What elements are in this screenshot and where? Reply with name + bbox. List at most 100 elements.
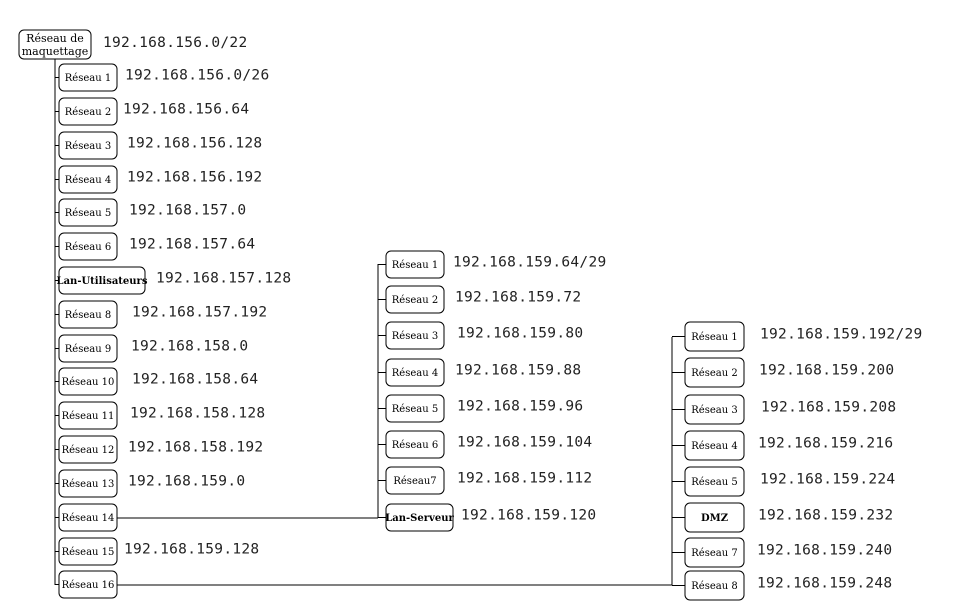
subnet-address: 192.168.156.128 <box>127 136 262 152</box>
subnet-address: 192.168.157.128 <box>156 271 291 287</box>
subnet-address: 192.168.156.192 <box>127 170 262 186</box>
subnet-box <box>684 430 745 461</box>
subnet-address: 192.168.159.200 <box>759 363 894 379</box>
subnet-label: Réseau 2 <box>392 295 438 306</box>
subnet-box <box>58 401 118 430</box>
subnet-label: Réseau 5 <box>392 404 438 415</box>
subnet-address: 192.168.159.96 <box>457 399 583 415</box>
subnet-label: Réseau 2 <box>691 368 737 379</box>
subnet-address: 192.168.159.208 <box>761 400 896 416</box>
subnet-box <box>684 570 745 601</box>
subnet-label: Réseau 12 <box>62 445 115 456</box>
subnet-box <box>385 466 445 495</box>
subnet-box <box>58 97 118 126</box>
subnet-label: Réseau 7 <box>691 548 737 559</box>
subnet-address: 192.168.159.80 <box>457 326 583 342</box>
col2-node: Réseau 5 192.168.159.96 <box>378 394 583 423</box>
subnet-address: 192.168.159.104 <box>457 435 592 451</box>
col3-node: Réseau 7 192.168.159.240 <box>672 537 892 568</box>
col3-node: Réseau 4 192.168.159.216 <box>672 430 893 461</box>
col1-node: Réseau 14 <box>55 503 118 532</box>
root-box <box>18 29 92 60</box>
subnet-label: Réseau7 <box>393 476 436 487</box>
subnet-label: Réseau 1 <box>691 332 737 343</box>
subnet-address: 192.168.158.192 <box>128 440 263 456</box>
subnet-address: 192.168.159.240 <box>757 543 892 559</box>
subnet-address: 192.168.159.248 <box>757 576 892 592</box>
subnet-address: 192.168.159.224 <box>760 472 895 488</box>
subnet-address: 192.168.157.0 <box>129 203 246 219</box>
subnet-box <box>58 435 118 464</box>
subnet-box <box>58 165 118 194</box>
root-node: Réseau de maquettage 192.168.156.0/22 <box>18 29 247 60</box>
subnet-address: 192.168.156.64 <box>123 102 249 118</box>
col2-node: Réseau 3 192.168.159.80 <box>378 321 583 350</box>
subnet-box <box>385 503 454 532</box>
subnet-address: 192.168.159.232 <box>758 508 893 524</box>
subnet-box <box>385 394 445 423</box>
subnet-box <box>684 537 745 568</box>
subnet-label: Réseau 4 <box>65 175 111 186</box>
subnet-address: 192.168.156.0/26 <box>125 68 269 84</box>
col3-node: Réseau 2 192.168.159.200 <box>672 357 894 388</box>
subnet-box <box>684 394 745 425</box>
subnet-address: 192.168.157.192 <box>132 305 267 321</box>
subnet-box <box>58 570 118 599</box>
subnet-address: 192.168.159.112 <box>457 471 592 487</box>
subnet-box <box>58 469 118 498</box>
col1-node: Réseau 8 192.168.157.192 <box>55 300 267 329</box>
subnet-label: Réseau 6 <box>392 440 438 451</box>
subnet-label: Réseau 14 <box>62 513 115 524</box>
col1-node: Réseau 4 192.168.156.192 <box>55 165 262 194</box>
subnet-box <box>58 300 118 329</box>
col3-node: Réseau 5 192.168.159.224 <box>672 466 895 497</box>
subnet-address: 192.168.159.88 <box>455 363 581 379</box>
root-label-line2: maquettage <box>22 45 89 58</box>
subnet-address: 192.168.159.216 <box>758 436 893 452</box>
subnet-address: 192.168.157.64 <box>129 237 255 253</box>
col2-node: Réseau 6 192.168.159.104 <box>378 430 592 459</box>
subnet-box <box>58 367 118 396</box>
subnet-address: 192.168.158.64 <box>132 372 258 388</box>
subnet-label: Réseau 9 <box>65 344 111 355</box>
subnet-label: Réseau 4 <box>691 441 737 452</box>
subnet-box <box>58 503 118 532</box>
subnet-box <box>385 285 445 314</box>
root-address: 192.168.156.0/22 <box>103 35 247 51</box>
subnet-box <box>684 321 745 352</box>
connector-lines <box>54 58 673 586</box>
subnet-box <box>58 198 118 227</box>
subnet-box <box>58 537 118 566</box>
subnet-box <box>58 266 146 295</box>
subnet-label: Réseau 13 <box>62 479 115 490</box>
subnet-box <box>58 131 118 160</box>
subnet-label: Réseau 5 <box>691 477 737 488</box>
subnet-label: Réseau 3 <box>392 331 438 342</box>
subnet-label: Réseau 8 <box>65 310 111 321</box>
subnet-box <box>684 466 745 497</box>
subnet-address: 192.168.158.128 <box>130 406 265 422</box>
subnet-box <box>385 358 445 387</box>
col3-node: Réseau 8 192.168.159.248 <box>672 570 892 601</box>
subnet-box <box>385 250 445 279</box>
col1-node: Réseau 1 192.168.156.0/26 <box>55 63 269 92</box>
subnet-label: Réseau 8 <box>691 581 737 592</box>
subnet-label: Réseau 1 <box>65 73 111 84</box>
